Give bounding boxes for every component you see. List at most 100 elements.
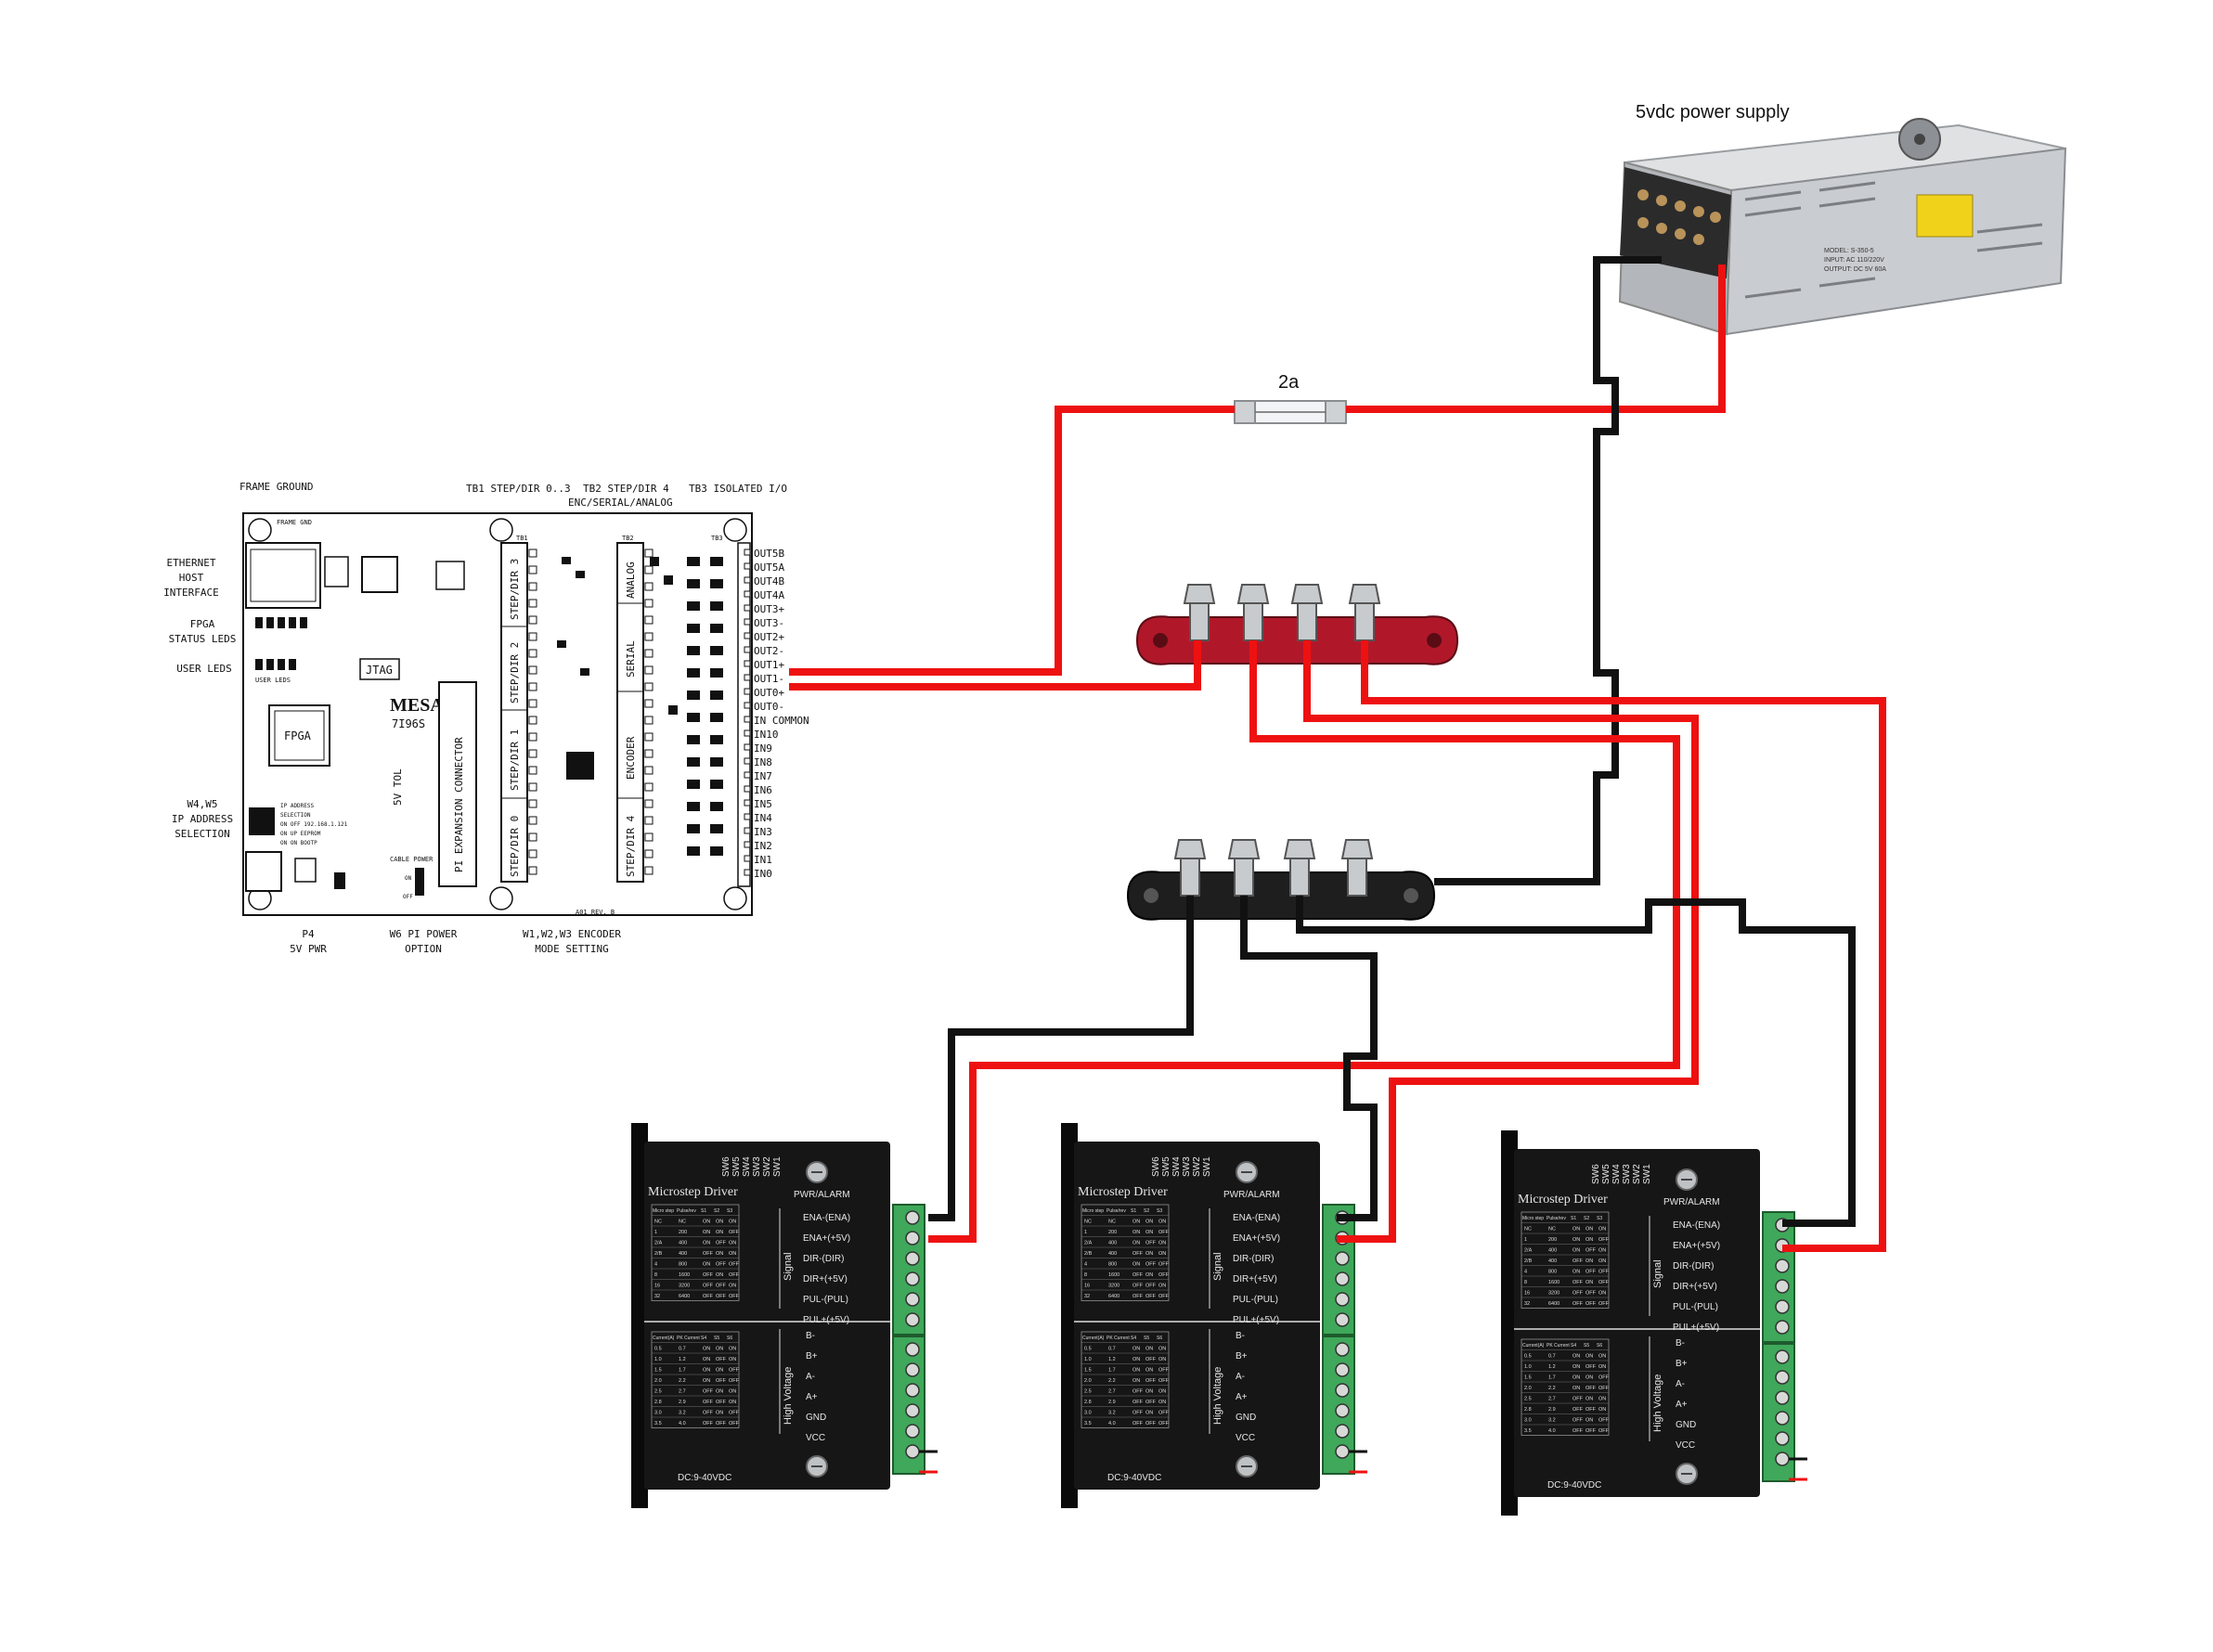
tb3-pin-label: OUT4B (754, 575, 784, 587)
tb3-pin-label: OUT0- (754, 701, 784, 713)
table-cell: 2/B (1524, 1258, 1533, 1264)
tb3-pin-terminal (744, 841, 751, 848)
table-cell: ON (716, 1368, 723, 1374)
table-cell: ON (716, 1251, 723, 1257)
table-cell: 2.0 (1524, 1386, 1532, 1391)
terminal-screw-icon (1335, 1271, 1350, 1286)
table-cell: 4 (1524, 1270, 1527, 1275)
power-pin-label: VCC (1676, 1440, 1695, 1451)
table-cell: ON (1158, 1400, 1166, 1405)
terminal-screw-icon (1335, 1444, 1350, 1459)
table-cell: OFF (703, 1251, 714, 1257)
tb3-component (710, 579, 723, 588)
tb2-pin (644, 565, 654, 574)
table-cell: 2/B (1084, 1251, 1093, 1257)
table-header: PK Current (677, 1336, 700, 1341)
fuse: 2a (1234, 372, 1347, 424)
table-cell: ON (1132, 1347, 1140, 1352)
high-voltage-label: High Voltage (783, 1367, 794, 1425)
tb3-component (710, 601, 723, 611)
table-cell: ON (716, 1230, 723, 1235)
table-cell: ON (716, 1411, 723, 1416)
tb1-pin (528, 732, 537, 742)
table-cell: 2.8 (1524, 1407, 1532, 1413)
label-tb2-a: TB2 STEP/DIR 4 (583, 483, 669, 495)
tb1-pin (528, 582, 537, 591)
table-cell: ON (1158, 1251, 1166, 1257)
table-header: S2 (714, 1208, 719, 1214)
table-cell: ON (1158, 1347, 1166, 1352)
terminal-screw-icon (905, 1292, 920, 1307)
tb2-pin (644, 832, 654, 842)
table-cell: 1.0 (1084, 1357, 1092, 1362)
table-cell: 32 (1524, 1301, 1530, 1307)
switch-label: SW6 (721, 1156, 731, 1177)
svg-text:P4: P4 (302, 928, 315, 940)
terminal-screw-icon (1775, 1431, 1790, 1446)
table-cell: 1.7 (1548, 1375, 1556, 1381)
table-cell: 2/B (654, 1251, 663, 1257)
tb3-pin-terminal (744, 660, 751, 667)
svg-text:PI EXPANSION CONNECTOR: PI EXPANSION CONNECTOR (453, 737, 465, 872)
table-cell: ON (1585, 1397, 1593, 1402)
table-cell: NC (1548, 1227, 1556, 1233)
table-cell: ON (729, 1220, 736, 1225)
psu-terminal-screws (1637, 189, 1721, 245)
table-cell: OFF (1598, 1375, 1610, 1381)
table-cell: ON (729, 1347, 736, 1352)
table-cell: OFF (1132, 1294, 1144, 1299)
table-cell: 1.2 (1108, 1357, 1116, 1362)
tb3-pin-terminal (744, 799, 751, 807)
pwr-alarm-label: PWR/ALARM (794, 1190, 850, 1200)
switch-label: SW2 (1192, 1156, 1202, 1177)
power-pin-label: A- (1676, 1379, 1685, 1389)
tb3-pin-terminal (744, 757, 751, 765)
table-header: Micro step (1082, 1208, 1104, 1214)
table-cell: OFF (1145, 1262, 1157, 1268)
table-cell: 32 (1084, 1294, 1090, 1299)
wire-red-bus-driver1 (928, 640, 1680, 1243)
fpga-chip (268, 704, 330, 767)
pwr-alarm-label: PWR/ALARM (1223, 1190, 1280, 1200)
table-cell: OFF (1585, 1428, 1597, 1434)
table-cell: ON (1158, 1220, 1166, 1225)
table-cell: 2.8 (654, 1400, 662, 1405)
table-header: S5 (714, 1336, 719, 1341)
signal-pin-label: ENA+(+5V) (803, 1233, 850, 1244)
terminal-screw-icon (1335, 1312, 1350, 1327)
tb3-pin-terminal (744, 702, 751, 709)
table-cell: 3.5 (1524, 1428, 1532, 1434)
table-cell: 1.5 (654, 1368, 662, 1374)
table-header: S3 (1597, 1216, 1602, 1221)
tb2-pin (644, 816, 654, 825)
tb3-component (710, 780, 723, 789)
table-header: S5 (1584, 1343, 1589, 1349)
table-cell: ON (1585, 1375, 1593, 1381)
dc-voltage-label: DC:9-40VDC (678, 1473, 731, 1483)
table-cell: 3.0 (654, 1411, 662, 1416)
table-cell: OFF (703, 1400, 714, 1405)
svg-text:CABLE POWER: CABLE POWER (390, 856, 434, 863)
svg-text:HOST: HOST (179, 572, 204, 584)
table-header: S1 (1131, 1208, 1136, 1214)
switch-label: SW6 (1151, 1156, 1161, 1177)
signal-pin-label: PUL+(+5V) (803, 1315, 849, 1325)
tb1-pin (528, 799, 537, 808)
table-cell: 1600 (1548, 1280, 1559, 1285)
table-cell: ON (1598, 1248, 1606, 1254)
table-cell: 3200 (1108, 1284, 1119, 1289)
table-cell: ON (1158, 1357, 1166, 1362)
table-cell: OFF (1158, 1368, 1170, 1374)
table-cell: ON (1132, 1357, 1140, 1362)
table-cell: OFF (1145, 1421, 1157, 1426)
tb3-pin-label: OUT2+ (754, 631, 784, 643)
table-cell: OFF (729, 1294, 740, 1299)
table-cell: OFF (1158, 1294, 1170, 1299)
table-cell: 16 (1084, 1284, 1090, 1289)
table-cell: ON (729, 1400, 736, 1405)
table-cell: OFF (703, 1272, 714, 1278)
table-header: S6 (1597, 1343, 1602, 1349)
tb3-component (687, 624, 700, 633)
terminal-screw-icon (905, 1271, 920, 1286)
